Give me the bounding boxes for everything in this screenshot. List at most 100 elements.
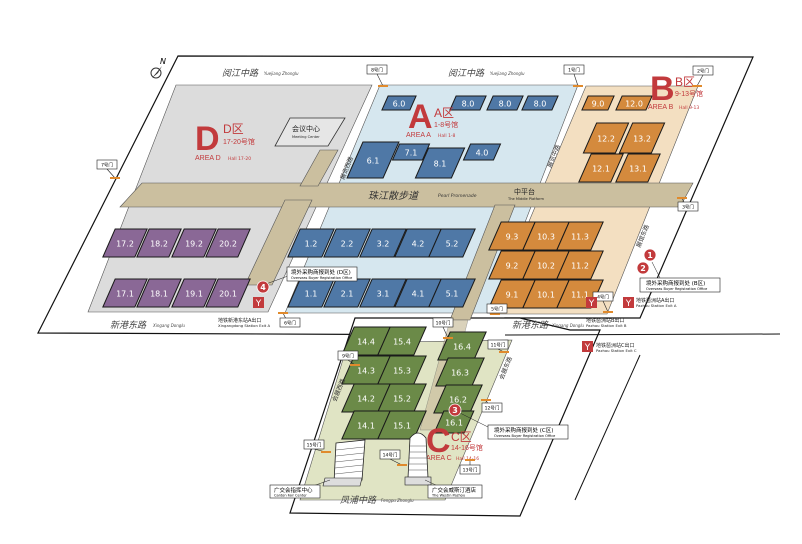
hall-16-1[interactable]: 16.1 [433, 410, 475, 434]
hall-12-2[interactable]: 12.2 [582, 122, 630, 154]
hall-7-1[interactable]: 7.1 [391, 143, 431, 161]
gate-14[interactable]: 14号门 [379, 449, 407, 466]
hall-label: 13.1 [629, 165, 647, 174]
metro-xingangdong-a[interactable]: Y 地铁新港东站A出口 Xingangdong Station Exit A [218, 297, 270, 328]
compass-icon [150, 67, 162, 79]
gate-11[interactable]: 11号门 [487, 339, 509, 353]
gate-1[interactable]: 8号门 [366, 64, 388, 87]
hall-label: 12.0 [625, 100, 643, 109]
hall-13-1[interactable]: 13.1 [615, 153, 661, 183]
hall-5-1[interactable]: 5.1 [428, 278, 476, 308]
hall-3-1[interactable]: 3.1 [359, 278, 407, 308]
hall-2-1[interactable]: 2.1 [323, 278, 371, 308]
gate-12[interactable]: 12号门 [481, 399, 503, 413]
hall-11-2[interactable]: 11.2 [556, 250, 604, 280]
hall-3-2[interactable]: 3.2 [359, 228, 407, 258]
hall-label: 20.1 [219, 290, 237, 299]
metro-pazhou-a[interactable]: Y 地铁琶洲站A出口 Pazhou Station Exit A [623, 297, 677, 309]
hall-shape [578, 153, 624, 183]
area-b-halls: 9-13号馆 [675, 89, 703, 98]
gate-3[interactable]: 2号门 [692, 65, 714, 87]
road-yuejiang-left-en: Yuejiang Zhonglu [264, 71, 299, 76]
hall-label: 15.3 [393, 367, 411, 376]
hall-18-2[interactable]: 18.2 [136, 228, 182, 258]
hall-5-2[interactable]: 5.2 [428, 228, 476, 258]
hall-label: 2.2 [341, 240, 354, 249]
hall-2-2[interactable]: 2.2 [323, 228, 371, 258]
hall-9-0[interactable]: 9.0 [581, 95, 615, 111]
hall-label: 13.2 [633, 135, 651, 144]
canton-fair-center-en: Canton Fair Center [274, 494, 307, 498]
hall-1-2[interactable]: 1.2 [287, 228, 335, 258]
registration-b-cn: 境外采购商报到处 (B区) [646, 279, 705, 287]
gate-2[interactable]: 1号门 [563, 64, 585, 87]
hall-8-0[interactable]: 8.0 [521, 95, 559, 111]
hall-shape [102, 278, 148, 308]
metro-pazhou-c-en: Pazhou Station Exit C [596, 348, 637, 353]
hall-6-0[interactable]: 6.0 [381, 95, 417, 111]
gate-label: 8号门 [371, 67, 383, 74]
area-a-cn: A区 [434, 106, 454, 120]
area-c-cn: C区 [451, 430, 472, 444]
hall-20-1[interactable]: 20.1 [205, 278, 251, 308]
d-connector [244, 199, 313, 286]
hall-18-1[interactable]: 18.1 [136, 278, 182, 308]
registration-marker-4[interactable]: 4 [256, 280, 270, 294]
gate-5[interactable]: 3号门 [677, 197, 699, 212]
hall-12-0[interactable]: 12.0 [615, 95, 653, 111]
gate-9[interactable]: 10号门 [432, 317, 454, 339]
hall-8-0[interactable]: 8.0 [449, 95, 487, 111]
gate-pointer [602, 300, 609, 313]
gate-label: 15号门 [307, 442, 322, 449]
hall-12-1[interactable]: 12.1 [578, 153, 624, 183]
area-d-cn: D区 [223, 122, 244, 136]
hall-19-2[interactable]: 19.2 [171, 228, 217, 258]
hall-8-0[interactable]: 8.0 [486, 95, 524, 111]
hall-shape [556, 221, 604, 251]
hall-label: 4.0 [476, 149, 489, 158]
hall-shape [359, 228, 407, 258]
hall-15-4[interactable]: 15.4 [377, 326, 427, 356]
hall-label: 4.1 [412, 290, 425, 299]
registration-marker-2[interactable]: 2 [636, 261, 650, 275]
hall-label: 1.2 [305, 240, 318, 249]
hall-6-1[interactable]: 6.1 [346, 141, 400, 179]
hall-label: 14.2 [357, 395, 375, 404]
hall-shape [136, 228, 182, 258]
hall-8-1[interactable]: 8.1 [414, 147, 466, 179]
gate-13[interactable]: 13号门 [459, 459, 481, 475]
hall-4-0[interactable]: 4.0 [462, 143, 502, 161]
road-yuejiang-right: 阅江中路 [448, 68, 485, 79]
hall-label: 10.2 [537, 262, 555, 271]
gate-pointer [376, 73, 384, 87]
gate-box [486, 303, 508, 314]
hall-label: 4.2 [412, 240, 425, 249]
gate-8[interactable]: 4号门 [592, 291, 614, 313]
area-a-halls: 1-8号馆 [434, 120, 458, 129]
gate-7[interactable]: 5号门 [486, 303, 508, 315]
westin-hotel-building [404, 432, 432, 486]
gate-box [379, 449, 401, 460]
gate-10[interactable]: 9号门 [337, 350, 360, 366]
hall-13-2[interactable]: 13.2 [618, 122, 666, 154]
hall-19-1[interactable]: 19.1 [171, 278, 217, 308]
registration-marker-3[interactable]: 3 [448, 403, 462, 417]
meeting-center-label-en: Meeting Center [292, 135, 320, 139]
metro-pazhou-b[interactable]: Y 地铁琶洲站B出口 Pazhou Station Exit B [586, 297, 627, 328]
metro-icon [586, 297, 597, 308]
hall-20-2[interactable]: 20.2 [205, 228, 251, 258]
gate-15[interactable]: 15号门 [303, 439, 331, 453]
hall-17-1[interactable]: 17.1 [102, 278, 148, 308]
hall-label: 5.2 [446, 240, 459, 249]
gate-4[interactable]: 7号门 [96, 159, 120, 179]
metro-pazhou-c[interactable]: Y 地铁琶洲站C出口 Pazhou Station Exit C [582, 341, 637, 353]
area-a-letter: A [408, 98, 433, 136]
hall-17-2[interactable]: 17.2 [102, 228, 148, 258]
metro-icon [253, 297, 264, 308]
gate-box [459, 464, 481, 475]
hall-11-3[interactable]: 11.3 [556, 221, 604, 251]
registration-marker-1[interactable]: 1 [643, 248, 657, 262]
gate-6[interactable]: 6号门 [278, 312, 301, 328]
hall-label: 16.4 [453, 343, 471, 352]
hall-label: 10.3 [537, 233, 555, 242]
